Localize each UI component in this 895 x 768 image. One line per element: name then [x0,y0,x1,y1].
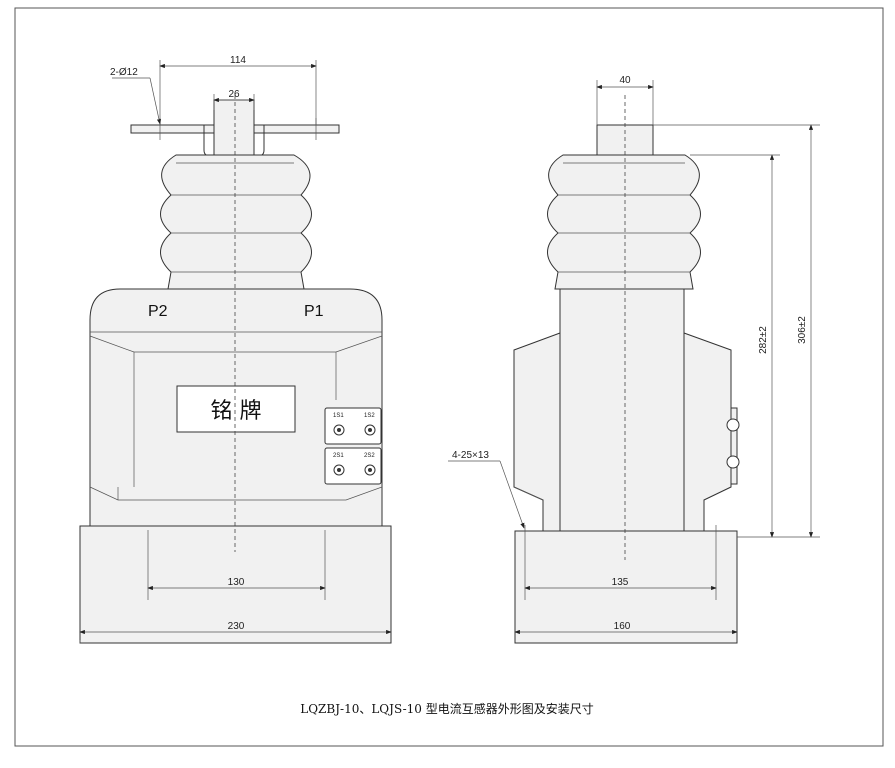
side-left-wing [513,332,561,532]
terminal-2s1-label: 2S1 [333,453,344,459]
dim-40: 40 [619,75,631,86]
side-view: 40 282±2 306±2 4-25×13 135 160 [448,75,820,644]
terminal-1s1-label: 1S1 [333,413,344,419]
drawing-caption: LQZBJ-10、LQJS-10 型电流互感器外形图及安装尺寸 [300,701,594,716]
side-right-wing [683,332,732,532]
side-terminal-2-icon [726,455,740,469]
front-bushing [160,154,312,290]
dim-282: 282±2 [758,326,769,354]
terminal-2s2-label: 2S2 [364,453,375,459]
dim-135: 135 [612,577,629,588]
label-p2: P2 [148,303,168,320]
dim-130: 130 [228,577,245,588]
dim-2-holes: 2-Ø12 [110,67,138,78]
drawing-frame [14,7,884,747]
nameplate-text: 铭 牌 [211,399,262,424]
dim-160: 160 [614,621,631,632]
dim-230: 230 [228,621,245,632]
dim-26: 26 [228,89,240,100]
secondary-terminal-box-1: 1S1 1S2 [324,407,382,445]
dim-114: 114 [230,55,246,66]
front-view: P2 P1 铭 牌 1S1 1S2 2S1 2S2 [79,55,392,644]
side-terminal-box [730,407,738,485]
side-bushing [547,154,701,290]
dim-306: 306±2 [797,316,808,344]
secondary-terminal-box-2: 2S1 2S2 [324,447,382,485]
front-terminal-bar [130,99,340,159]
side-terminal-1-icon [726,418,740,432]
nameplate [176,385,296,433]
front-base [79,525,392,644]
side-column [559,288,685,532]
terminal-1s2-label: 1S2 [364,413,375,419]
dim-slot: 4-25×13 [452,450,489,461]
label-p1: P1 [304,303,324,320]
